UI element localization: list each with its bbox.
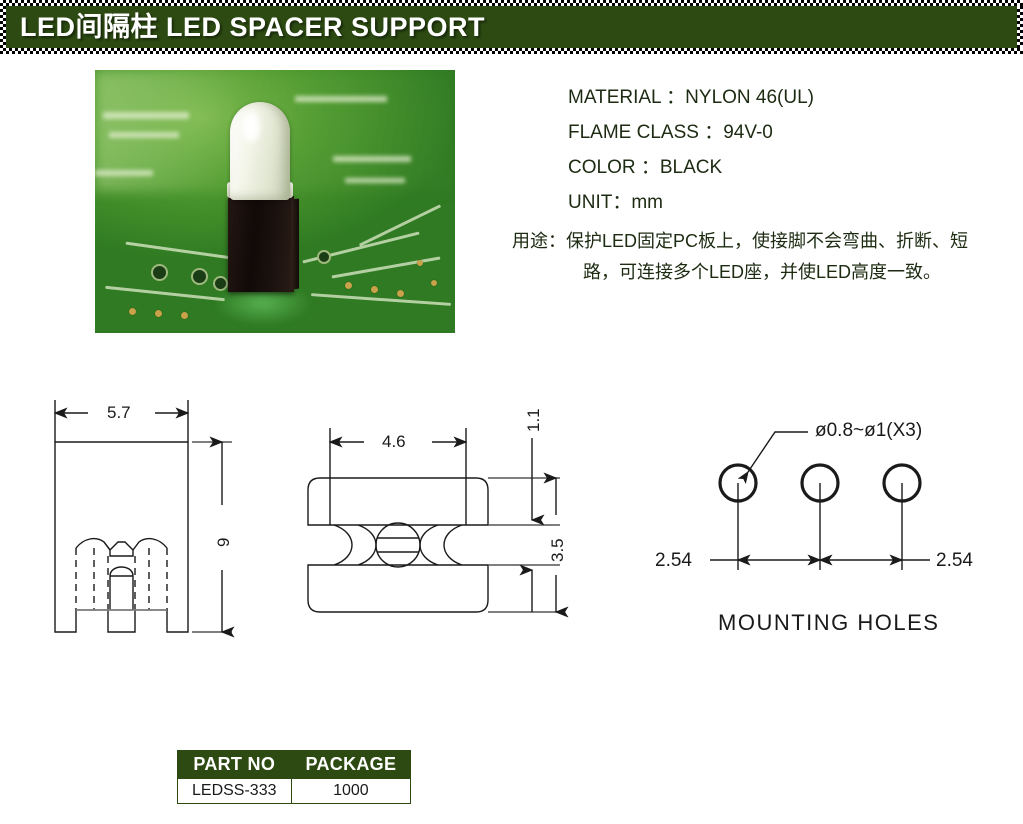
drawings-svg [53,400,930,638]
spec-flame-class: FLAME CLASS ：94V-0 [568,122,773,143]
usage-description-line1: 用途：保护LED固定PC板上，使接脚不会弯曲、折断、短 [512,231,969,251]
column-header-part-no: PART NO [177,750,292,779]
cell-package: 1000 [290,778,412,804]
pcb-trace [295,96,387,102]
mounting-holes-caption: MOUNTING HOLES [718,610,940,635]
header-border-left [0,6,6,48]
spec-unit: UNIT：mm [568,192,663,213]
cell-part-no: LEDSS-333 [177,778,292,804]
usage-description-line2: 路，可连接多个LED座，并使LED高度一致。 [582,262,942,282]
pcb-pad [371,286,378,293]
column-header-package: PACKAGE [290,750,412,779]
pcb-pad [155,310,162,317]
pcb-trace [95,170,153,176]
side-view-width-label: 4.6 [382,432,406,451]
pcb-pad [397,290,404,297]
table-header-row: PART NO PACKAGE [177,750,412,779]
pcb-hole [151,264,168,281]
header-banner [0,6,1023,48]
led-dome [230,102,290,200]
page-title: LED间隔柱 LED SPACER SUPPORT [20,12,486,42]
pcb-pad [181,312,188,319]
front-view-height-label: 9 [214,537,233,547]
hole-pitch-right-label: 2.54 [936,550,973,571]
header-border-bottom [0,48,1023,54]
spec-color: COLOR ：BLACK [568,157,723,178]
spec-material: MATERIAL ：NYLON 46(UL) [568,87,814,108]
header-border-right [1017,6,1023,48]
pcb-pad [345,282,352,289]
led-spacer-body [228,196,294,292]
pcb-trace [333,156,411,162]
pcb-hole [191,268,208,285]
hole-pitch-left-label: 2.54 [655,550,692,571]
pcb-pad [431,280,437,286]
parts-table: PART NO PACKAGE LEDSS-333 1000 [177,750,412,804]
pcb-pad [417,260,423,266]
pcb-trace [345,178,405,183]
hole-diameter-callout: ø0.8~ø1(X3) [815,420,923,441]
pcb-trace [109,132,179,138]
pcb-pad [129,308,136,315]
pcb-hole [317,250,331,264]
side-view-height-label: 3.5 [548,538,567,562]
table-row: LEDSS-333 1000 [177,778,412,804]
side-view-gap-label: 1.1 [524,408,543,432]
product-photo [95,70,455,333]
technical-drawings: 5.7 9 4.6 1.1 3.5 ø0.8~ø1(X3) 2.54 2.54 … [0,370,1023,660]
header-border-top [0,0,1023,6]
pcb-trace [103,112,189,119]
specification-list: MATERIAL ：NYLON 46(UL) FLAME CLASS ：94V-… [568,80,1018,220]
front-view-width-label: 5.7 [107,403,131,422]
usage-description: 用途：保护LED固定PC板上，使接脚不会弯曲、折断、短 路，可连接多个LED座，… [512,226,1020,288]
